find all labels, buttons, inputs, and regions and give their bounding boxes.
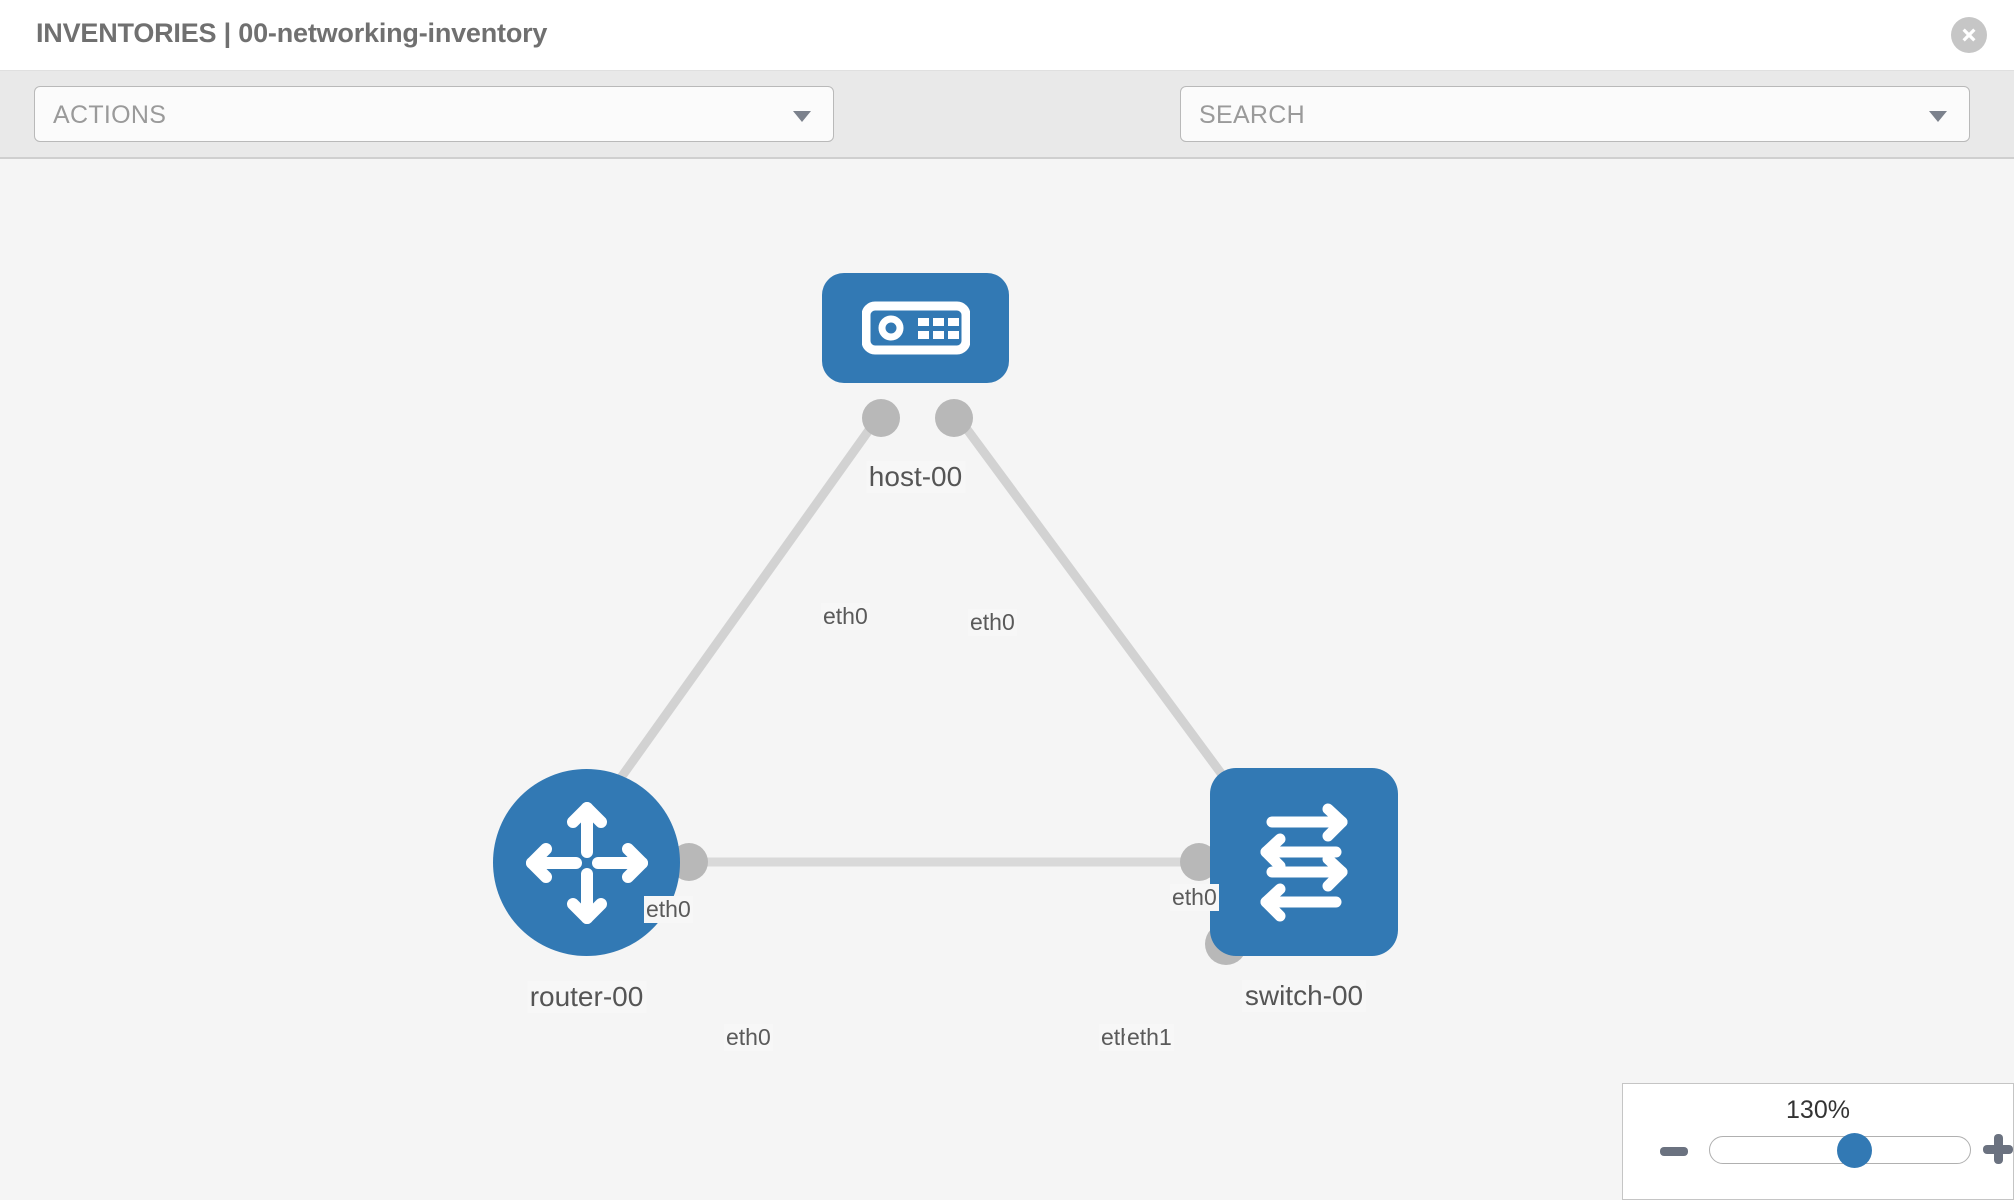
zoom-slider-thumb[interactable]	[1837, 1133, 1872, 1168]
node-switch-00-label: switch-00	[1241, 980, 1367, 1012]
router-arrows-icon	[525, 801, 648, 924]
edge-host-switch	[948, 406, 1247, 806]
edge-label-host-right-eth0: eth0	[968, 609, 1017, 636]
node-switch-00[interactable]: switch-00	[1210, 768, 1398, 1012]
zoom-level-value: 130%	[1786, 1096, 1850, 1124]
endpoint-host-eth0-right[interactable]	[935, 399, 973, 437]
actions-dropdown-label: ACTIONS	[53, 101, 167, 129]
node-router-00-label: router-00	[526, 981, 647, 1013]
node-switch-00-shape[interactable]	[1210, 768, 1398, 956]
minus-icon[interactable]	[1660, 1147, 1688, 1156]
node-host-00[interactable]: host-00	[822, 273, 1009, 493]
node-router-00-shape[interactable]	[493, 769, 680, 956]
window-header: INVENTORIES | 00-networking-inventory	[0, 0, 2014, 71]
toolbar: ACTIONS SEARCH	[0, 71, 2014, 198]
page-title: INVENTORIES | 00-networking-inventory	[36, 18, 548, 48]
edge-label-switch-left-eth1: eth1	[1125, 1024, 1174, 1051]
edge-label-host-left-eth0: eth0	[821, 603, 870, 630]
topology-graph: host-00 router-00	[0, 159, 2014, 1200]
edge-label-router-right-eth0: eth0	[724, 1024, 773, 1051]
server-device-icon	[861, 301, 970, 355]
topology-edges	[596, 406, 1247, 867]
node-host-00-label: host-00	[865, 461, 966, 493]
edge-host-router	[596, 406, 888, 810]
node-router-00[interactable]: router-00	[493, 769, 680, 1013]
plus-icon[interactable]	[1983, 1134, 2013, 1164]
edge-label-switch-up-eth0: eth0	[1170, 884, 1219, 911]
search-input[interactable]: SEARCH	[1180, 86, 1970, 142]
chevron-down-icon[interactable]	[1929, 111, 1947, 122]
zoom-control-panel: 130%	[1622, 1083, 2014, 1200]
close-icon[interactable]	[1951, 17, 1987, 53]
chevron-down-icon	[793, 111, 811, 122]
edge-label-router-up-eth0: eth0	[644, 896, 693, 923]
topology-canvas[interactable]: host-00 router-00	[0, 159, 2014, 1200]
actions-dropdown[interactable]: ACTIONS	[34, 86, 834, 142]
endpoint-host-eth0-left[interactable]	[862, 399, 900, 437]
switch-arrows-icon	[1260, 803, 1348, 922]
search-placeholder-label: SEARCH	[1199, 101, 1305, 129]
node-host-00-shape[interactable]	[822, 273, 1009, 383]
